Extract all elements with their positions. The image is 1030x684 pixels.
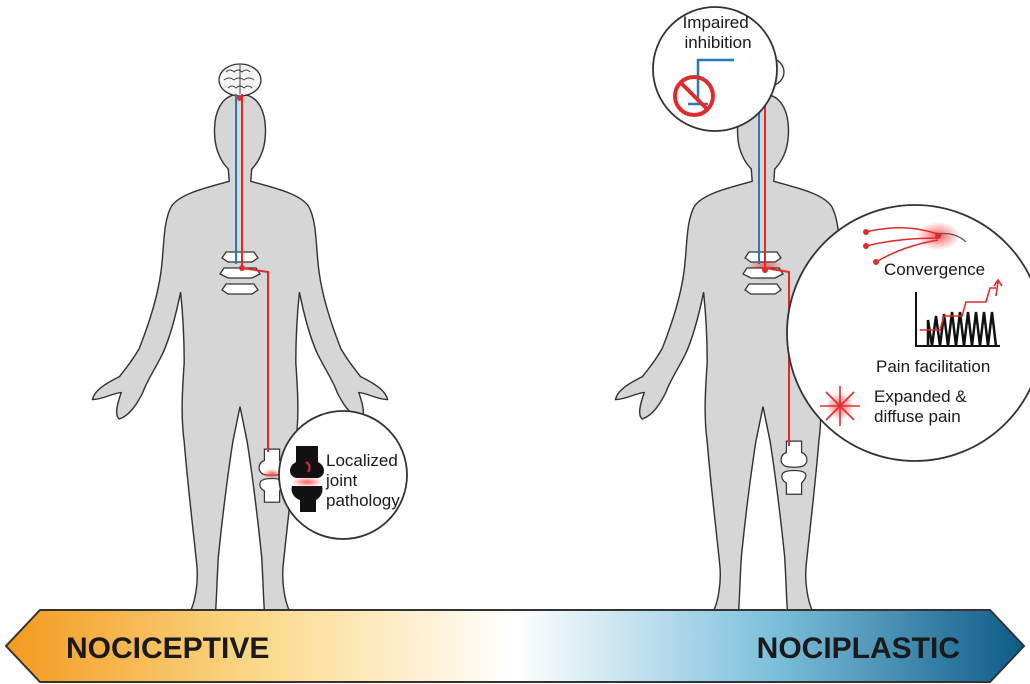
- diffuse-pain-text: Expanded & diffuse pain: [874, 387, 971, 426]
- prohibited-icon: [673, 75, 715, 117]
- brain-node: [237, 95, 243, 101]
- spectrum-left-label: NOCICEPTIVE: [66, 632, 269, 665]
- knee-glow: [262, 469, 282, 479]
- pain-facilitation-graph-icon: [915, 278, 1003, 347]
- left-human-figure: [91, 63, 389, 627]
- convergence-icon: [863, 222, 967, 265]
- callout-joint-text: Localized joint pathology: [325, 451, 403, 510]
- joint-pathology-callout: Localized joint pathology: [278, 410, 408, 540]
- spinal-node: [762, 267, 768, 273]
- afferent-pathway-line: [241, 94, 269, 452]
- spectrum-right-label: NOCIPLASTIC: [757, 632, 960, 665]
- convergence-label: Convergence: [884, 260, 985, 279]
- pain-facilitation-label: Pain facilitation: [876, 357, 990, 376]
- diffuse-pain-icon: [820, 386, 860, 426]
- central-sensitization-callout: Convergence Pain facilitation Expanded &: [786, 204, 1030, 462]
- spinal-node: [239, 265, 245, 271]
- nociceptive-nociplastic-spectrum: NOCICEPTIVE NOCIPLASTIC: [4, 609, 1026, 683]
- impaired-inhibition-text: Impaired inhibition: [683, 13, 754, 52]
- impaired-inhibition-callout: Impaired inhibition: [652, 6, 778, 132]
- inhibition-pathway-icon: [696, 58, 734, 102]
- knee-joint-icon: [290, 446, 324, 512]
